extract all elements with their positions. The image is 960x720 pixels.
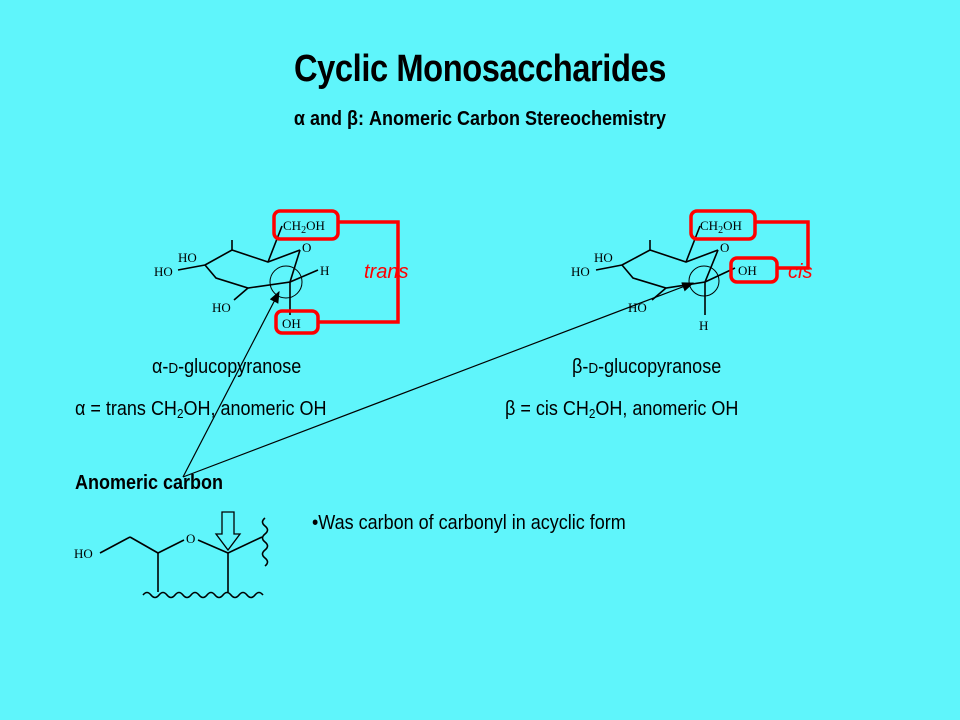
cis-label: cis [788,261,812,283]
arrow-to-alpha-anomeric [182,290,280,478]
alpha-ho-label-2: HO [154,264,173,279]
alpha-ho-label-1: HO [178,250,197,265]
down-arrow-icon [214,511,242,552]
alpha-ch2oh-label: CH2OH [283,218,325,236]
beta-ch2oh-label: CH2OH [700,218,742,236]
alpha-anomeric-circle [269,265,303,299]
beta-cis-connector [755,220,810,270]
beta-anomeric-circle [688,265,720,297]
acyclic-fragment-structure [99,517,269,599]
beta-name: β-D-glucopyranose [572,356,722,378]
alpha-symbol: α [293,108,305,130]
anomeric-carbon-label: Anomeric carbon [75,472,224,494]
beta-ho-label-3: HO [628,300,647,315]
trans-label: trans [364,261,408,283]
beta-ring-oxygen: O [720,240,729,255]
acyclic-ho-label: HO [74,546,93,561]
page-subtitle: α and β: Anomeric Carbon Stereochemistry [48,108,912,131]
beta-oh-box [729,256,779,284]
arrow-to-beta-anomeric [182,282,695,478]
beta-glucopyranose-structure [595,225,736,315]
alpha-definition: α = trans CH2OH, anomeric OH [75,398,327,421]
alpha-trans-connector [318,220,400,324]
beta-oh-label: OH [738,263,757,278]
acyclic-o-label: O [186,531,195,546]
beta-definition: β = cis CH2OH, anomeric OH [505,398,739,421]
beta-symbol: β [346,108,358,130]
subtitle-rest: : Anomeric Carbon Stereochemistry [357,108,667,130]
alpha-name: α-D-glucopyranose [152,356,302,378]
subtitle-and: and [304,108,347,130]
alpha-ch2oh-box [272,209,340,241]
bullet-point: •Was carbon of carbonyl in acyclic form [312,512,626,534]
beta-h-label: H [699,318,708,333]
beta-ch2oh-box [689,209,757,241]
beta-ho-label-2: HO [571,264,590,279]
alpha-ring-oxygen: O [302,240,311,255]
page-title: Cyclic Monosaccharides [294,48,666,90]
alpha-h-label: H [320,263,329,278]
alpha-ho-label-3: HO [212,300,231,315]
alpha-oh-label: OH [282,316,301,331]
beta-ho-label-1: HO [594,250,613,265]
